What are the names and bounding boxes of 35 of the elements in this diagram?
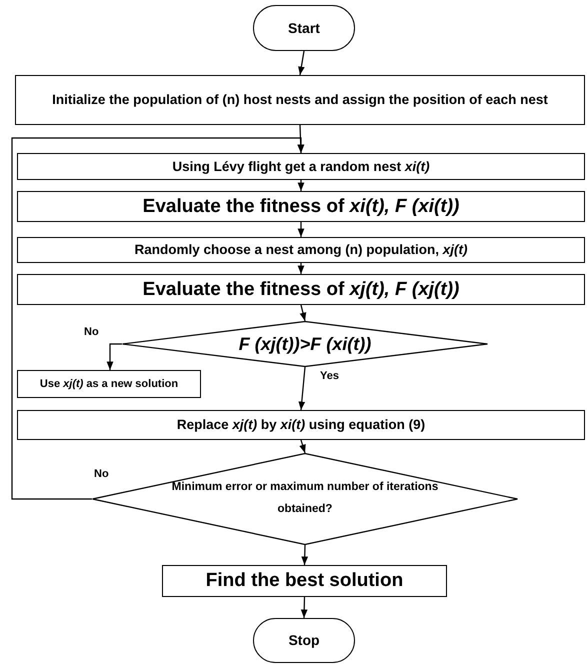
process-text: Find the best solution <box>206 570 404 592</box>
process-box <box>17 274 585 305</box>
terminal-text: Start <box>288 20 320 36</box>
decision-text: F (xj(t))>F (xi(t)) <box>238 334 372 354</box>
arrow <box>298 50 305 76</box>
arrow <box>106 343 122 370</box>
arrow <box>298 366 306 410</box>
process-box <box>162 565 447 597</box>
arrow <box>11 137 304 500</box>
decision-text: Minimum error or maximum number of iterations obtained? <box>170 480 440 517</box>
process-box <box>17 410 585 440</box>
process-text: Evaluate the fitness of xj(t), F (xj(t)) <box>142 278 460 300</box>
terminal-text: Stop <box>288 632 320 649</box>
arrow <box>298 222 304 237</box>
process-text: Using Lévy flight get a random nest xi(t) <box>172 158 430 174</box>
arrow <box>298 180 304 191</box>
arrow <box>300 304 306 322</box>
process-text: Initialize the population of (n) host nests and assign the position of each nest <box>52 90 548 109</box>
arrow <box>299 440 306 454</box>
process-box <box>17 370 201 398</box>
process-box <box>15 75 585 125</box>
process-text: Randomly choose a nest among (n) population, xj(t) <box>134 242 468 258</box>
arrow <box>298 263 304 274</box>
arrow <box>300 596 308 618</box>
process-text: Use xj(t) as a new solution <box>40 378 178 390</box>
process-text: Replace xj(t) by xi(t) using equation (9) <box>176 417 426 433</box>
terminal-shape <box>253 618 355 663</box>
decision-diamond <box>92 453 518 545</box>
decision-diamond <box>122 321 488 367</box>
process-box <box>17 153 585 180</box>
terminal-shape <box>253 5 355 51</box>
process-text: Evaluate the fitness of xi(t), F (xi(t)) <box>142 196 460 218</box>
arrow <box>301 544 308 566</box>
process-box <box>17 191 585 222</box>
process-box <box>17 237 585 263</box>
